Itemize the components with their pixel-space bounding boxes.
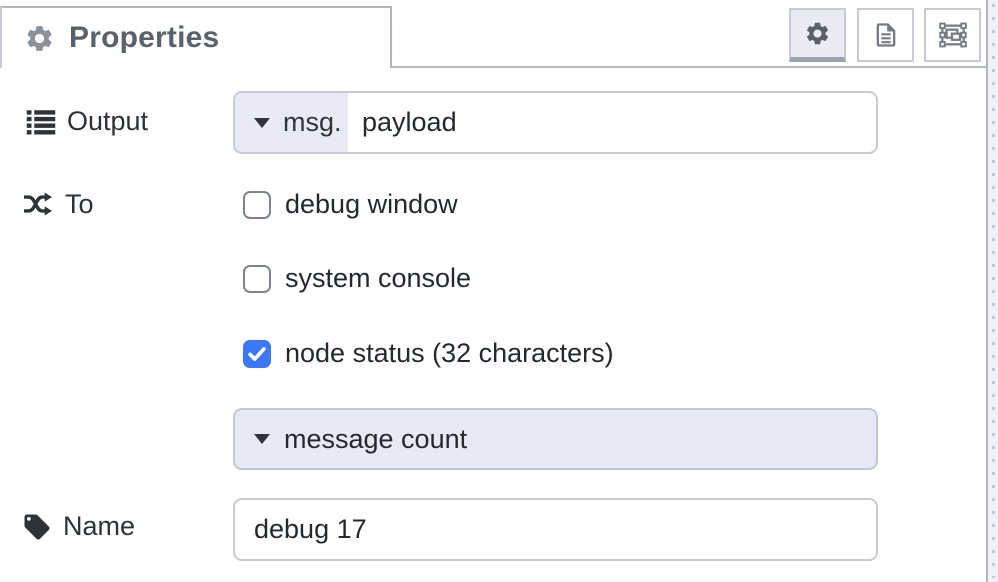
header-divider [392, 66, 986, 68]
tag-icon [24, 514, 50, 539]
shuffle-icon [24, 192, 52, 216]
checkbox-label: node status (32 characters) [285, 338, 614, 368]
description-tab-button[interactable] [857, 8, 914, 62]
debug-window-checkbox-row[interactable]: debug window [243, 189, 458, 220]
to-field-label: To [22, 188, 94, 220]
checkbox-label: system console [285, 263, 472, 293]
to-label-text: To [65, 188, 94, 219]
output-label-text: Output [67, 106, 149, 136]
resize-grip-dots [992, 4, 995, 578]
check-icon [248, 346, 266, 361]
doc-icon [876, 23, 895, 47]
output-field-label: Output [26, 106, 148, 137]
appearance-icon [938, 22, 967, 48]
chevron-down-icon [254, 117, 270, 128]
checkbox-2[interactable] [243, 339, 271, 368]
appearance-tab-button[interactable] [924, 8, 981, 62]
status-type-dropdown[interactable]: message count [233, 408, 878, 470]
output-type-label: msg. [283, 107, 342, 137]
gear-icon [27, 25, 52, 51]
tab-title: Properties [69, 21, 220, 54]
name-label-text: Name [63, 511, 136, 541]
panel-right-border [986, 0, 988, 582]
properties-tab-button[interactable] [789, 8, 846, 62]
gear-icon [806, 22, 829, 45]
system-console-checkbox-row[interactable]: system console [243, 263, 471, 294]
checkbox-1[interactable] [243, 264, 271, 293]
name-field-label: Name [22, 511, 135, 542]
chevron-down-icon [254, 434, 270, 444]
checkbox-0[interactable] [243, 190, 271, 219]
output-typed-input: msg. [233, 91, 878, 154]
output-property-input[interactable] [348, 93, 876, 152]
list-icon [26, 109, 56, 134]
output-type-dropdown[interactable]: msg. [235, 93, 348, 152]
checkbox-label: debug window [285, 189, 458, 219]
name-input[interactable] [233, 498, 878, 561]
node-status-checkbox-row[interactable]: node status (32 characters) [243, 338, 614, 369]
tab-properties[interactable]: Properties [0, 6, 392, 68]
status-type-label: message count [284, 423, 468, 454]
